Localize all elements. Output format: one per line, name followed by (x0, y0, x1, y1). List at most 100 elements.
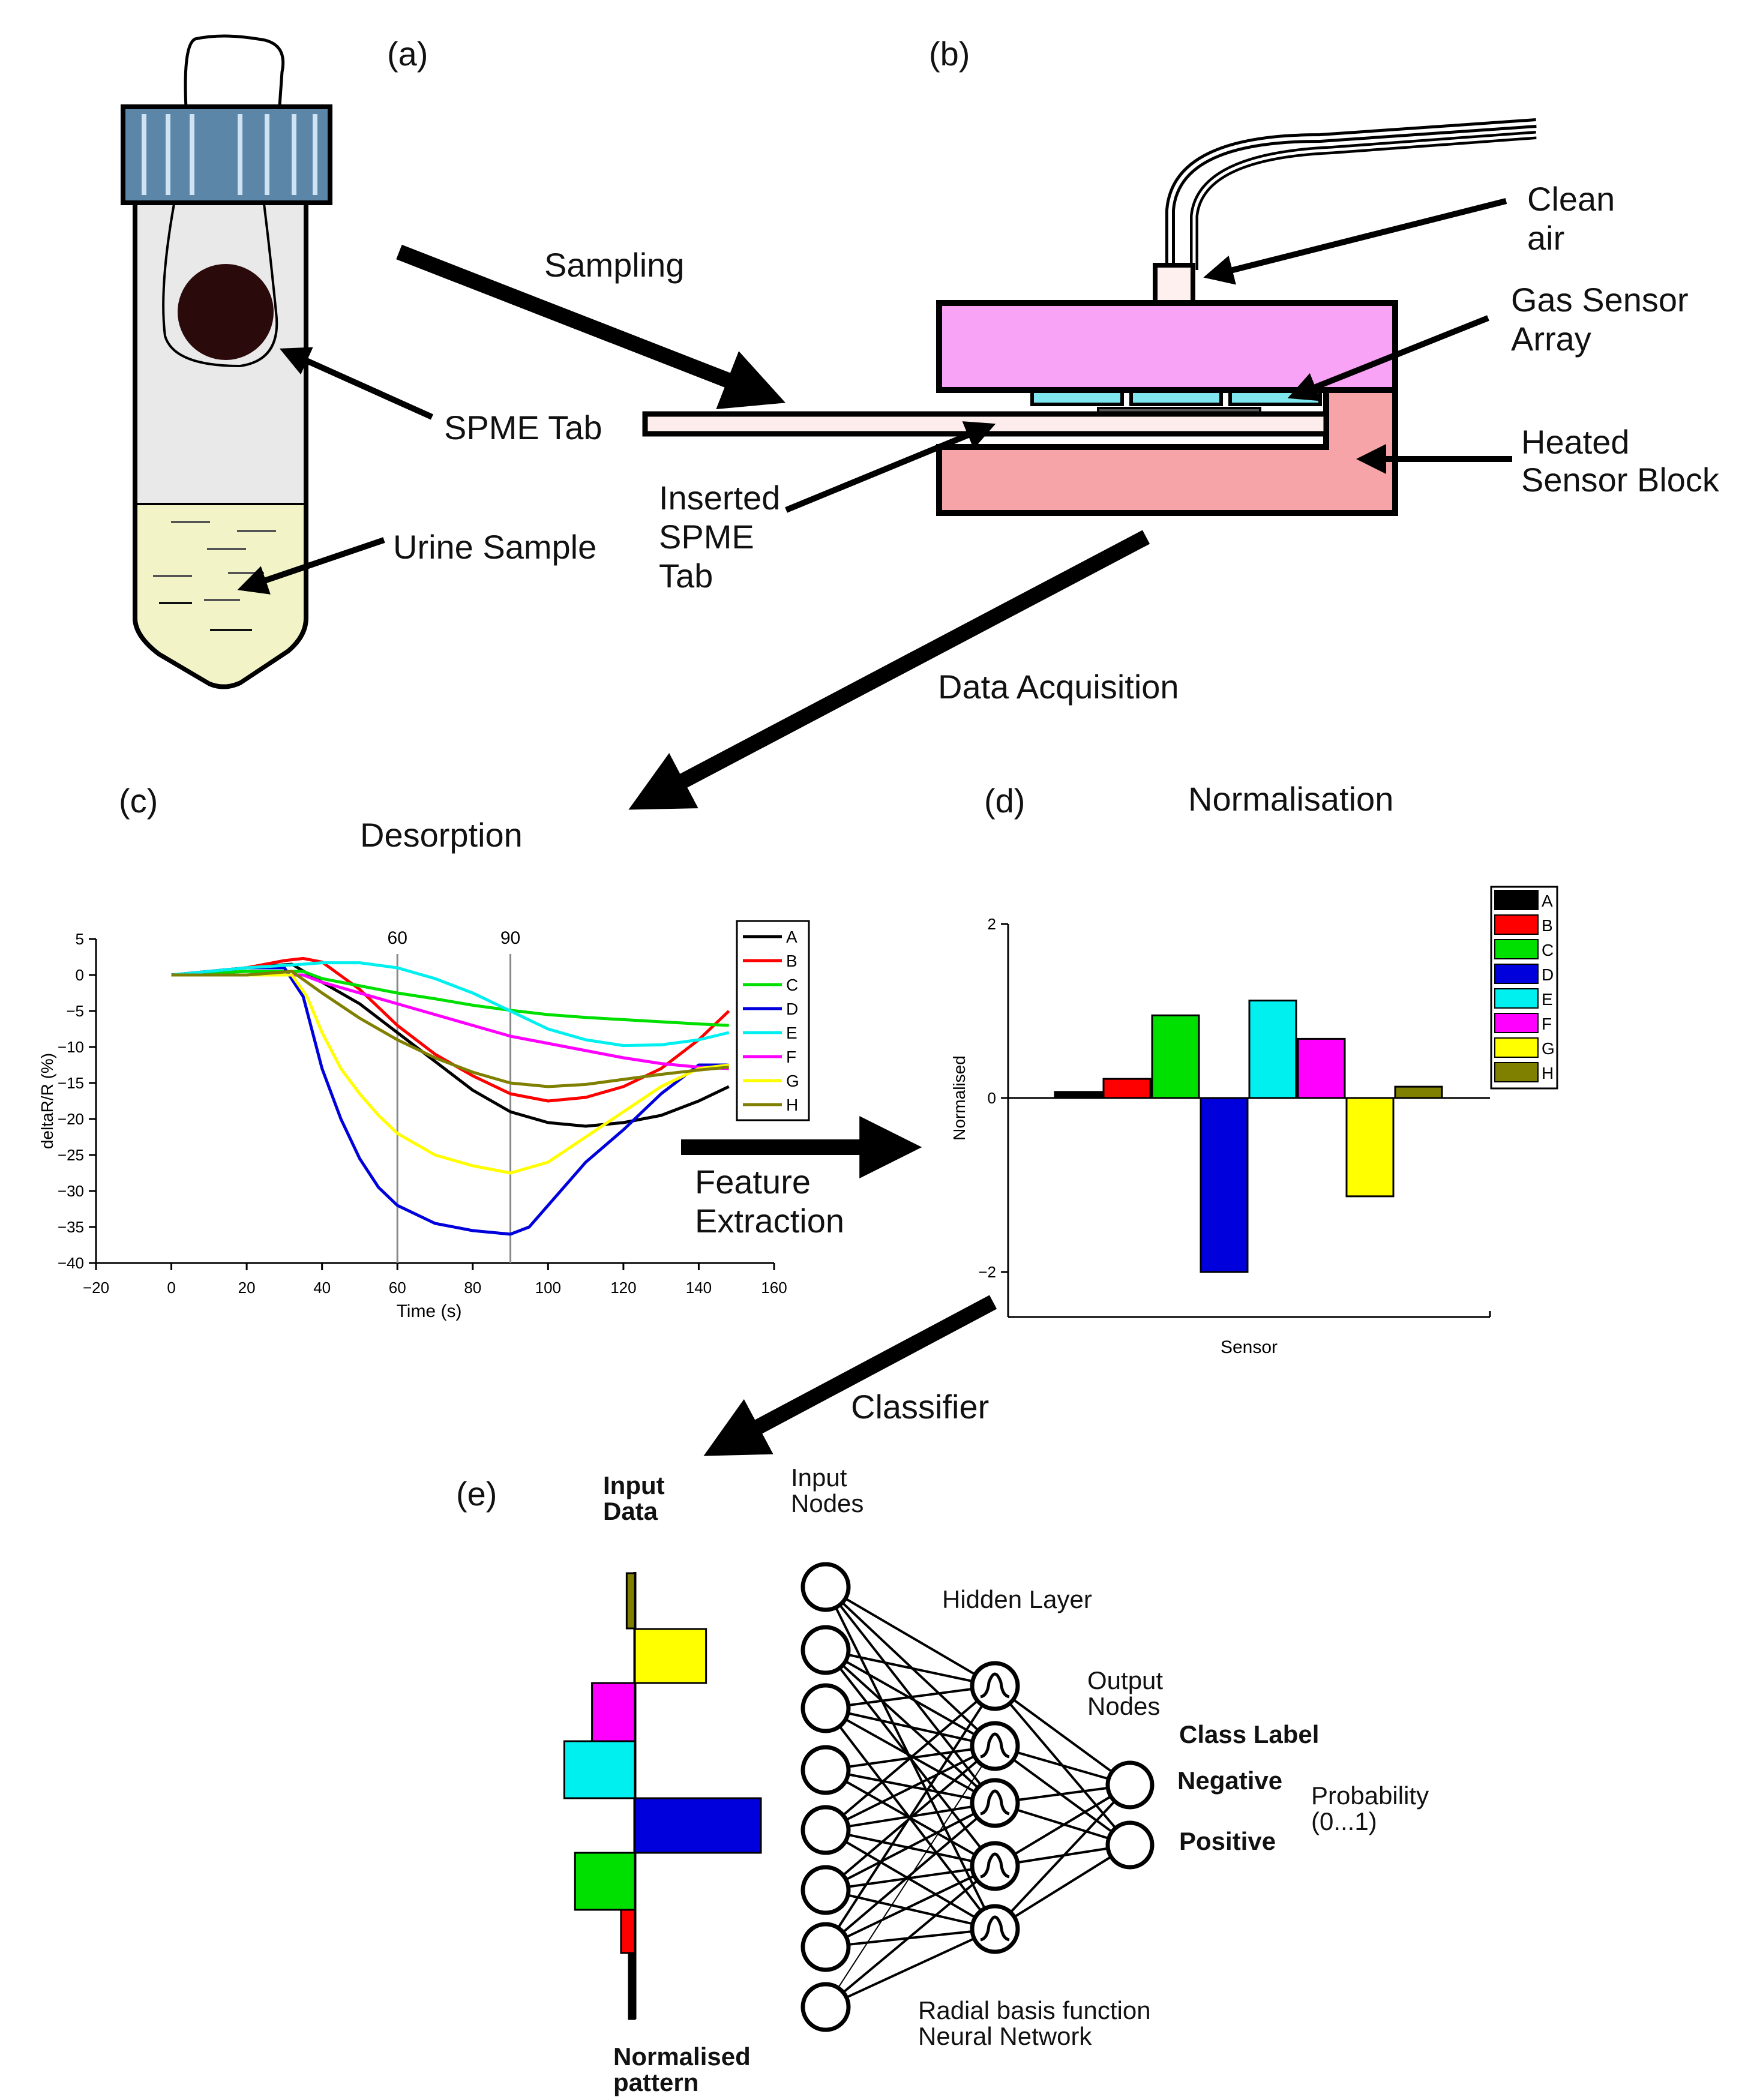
edge (824, 1829, 996, 1930)
x-tick-label: 80 (464, 1279, 481, 1297)
y-tick-label: 2 (988, 915, 996, 933)
classifier-label: Classifier (851, 1388, 990, 1426)
spme-tab-pointer (279, 347, 434, 420)
output-nodes-line-1: Output (1087, 1666, 1164, 1694)
series-line-F (171, 973, 729, 1070)
y-tick-label: −10 (58, 1038, 84, 1056)
edge (824, 1802, 996, 1948)
input-node (800, 1683, 851, 1733)
edge (825, 1707, 996, 1804)
y-tick-label: 0 (988, 1089, 996, 1107)
y-tick-label: 0 (76, 966, 84, 984)
positive-label: Positive (1179, 1827, 1276, 1855)
gaussian-icon (980, 1672, 1010, 1699)
edge (825, 1649, 996, 1687)
urine-fill (137, 504, 304, 685)
hidden-node (970, 1841, 1020, 1891)
bar-C (1151, 1014, 1200, 1099)
pattern-bar-H (625, 1572, 636, 1630)
pattern-bar-C (574, 1852, 636, 1911)
clean-air-line-1: Clean (1527, 180, 1615, 218)
legend-label-A: A (1542, 892, 1553, 910)
desorption-label: Desorption (360, 816, 523, 854)
inserted-line-3: Tab (659, 557, 713, 595)
bar-D (1200, 1097, 1249, 1273)
legend-swatch-A (1494, 890, 1539, 910)
y-tick-label: −20 (58, 1110, 84, 1128)
y-tick-label: −40 (58, 1254, 84, 1272)
clean-air-pointer (1203, 198, 1507, 285)
x-axis-title: Sensor (1221, 1337, 1278, 1357)
probability-line-2: (0...1) (1311, 1807, 1377, 1835)
input-nodes-line-1: Input (791, 1463, 847, 1492)
classifier-arrow (703, 1295, 997, 1456)
series-line-D (171, 966, 729, 1236)
panel-label-e: (e) (456, 1475, 497, 1513)
input-data-line-2: Data (603, 1497, 658, 1525)
gaussian-icon (980, 1789, 1010, 1816)
feature-line-1: Feature (695, 1163, 811, 1201)
normalised-pattern (563, 1572, 762, 2020)
input-node (800, 1805, 851, 1855)
panel-label-b: (b) (929, 35, 970, 73)
data-acquisition-arrow (628, 530, 1150, 810)
legend-label-B: B (1542, 916, 1553, 935)
gaussian-icon (980, 1915, 1010, 1942)
heated-block (936, 387, 1398, 516)
y-tick-label: −5 (66, 1002, 84, 1020)
tube-cap (121, 104, 332, 205)
gas-sensor-pointer (1287, 315, 1489, 401)
edge (825, 1865, 996, 1948)
edge (825, 1865, 996, 1891)
legend-swatch-B (1494, 914, 1539, 935)
gas-sensor-line-2: Array (1511, 320, 1591, 358)
legend-label-H: H (1542, 1064, 1554, 1082)
y-tick-label: 5 (76, 930, 84, 948)
spme-tab-label: SPME Tab (444, 409, 602, 446)
spme-pouch (162, 203, 278, 368)
legend-label-A: A (786, 928, 797, 946)
series-line-B (171, 956, 730, 1103)
rbf-line-1: Radial basis function (918, 1996, 1151, 2024)
spme-tab-disc (178, 264, 274, 360)
x-tick-label: 140 (686, 1279, 712, 1297)
edge (825, 1829, 996, 1867)
edge (825, 1769, 996, 1804)
legend-swatch-C (1494, 939, 1539, 959)
legend-label-H: H (786, 1096, 798, 1114)
rbf-line-2: Neural Network (918, 2022, 1092, 2050)
edge (994, 1745, 1131, 1846)
x-tick-label: 20 (238, 1279, 256, 1297)
edge (824, 1586, 996, 1687)
y-tick-label: −2 (978, 1263, 996, 1281)
edge (824, 1685, 996, 1948)
x-tick-label: 120 (610, 1279, 636, 1297)
x-tick-label: 0 (167, 1279, 175, 1297)
class-label-label: Class Label (1179, 1720, 1320, 1748)
legend-label-E: E (1542, 990, 1553, 1009)
edge (825, 1889, 996, 1930)
data-acquisition-label: Data Acquisition (938, 668, 1179, 706)
pattern-bar-B (620, 1909, 636, 1954)
normalised-pattern-line-1: Normalised (613, 2042, 751, 2071)
x-tick-label: 100 (535, 1279, 561, 1297)
edge (824, 1865, 996, 2008)
sensor-device (642, 118, 1537, 516)
edge (824, 1586, 996, 1747)
legend-swatch-H (1494, 1062, 1539, 1082)
legend-label-G: G (1542, 1039, 1555, 1058)
spme-strip (184, 34, 285, 199)
pattern-bar-D (634, 1797, 762, 1854)
input-nodes-line-2: Nodes (791, 1489, 864, 1517)
bar-B (1102, 1078, 1152, 1099)
heated-line-2: Sensor Block (1521, 461, 1719, 499)
legend-label-D: D (786, 1000, 798, 1018)
legend-box (736, 920, 810, 1121)
hidden-node (970, 1661, 1020, 1711)
input-node (800, 1982, 851, 2032)
y-tick-label: −25 (58, 1146, 84, 1164)
legend-swatch-F (1494, 1013, 1539, 1033)
pattern-bar-E (563, 1740, 636, 1799)
